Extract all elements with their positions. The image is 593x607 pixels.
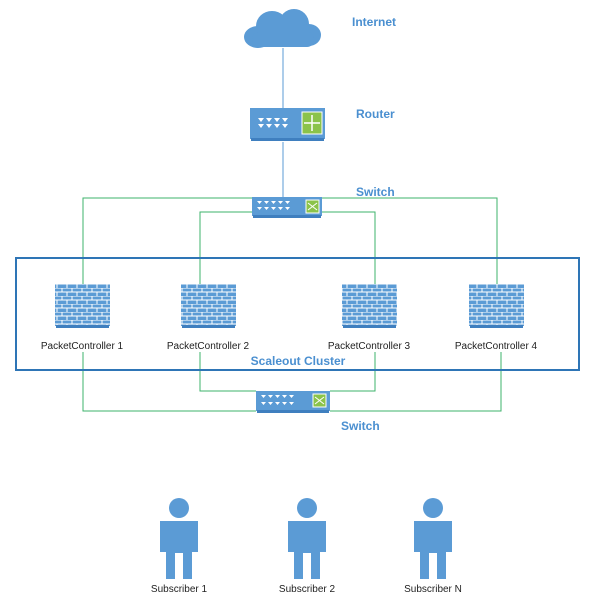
link-switch-pc3: [322, 211, 376, 286]
packet-controller-1: PacketController 1: [41, 284, 124, 352]
switch-top-label: Switch: [356, 185, 395, 199]
link-pc3-switch: [330, 352, 376, 392]
firewall-brick-icon: [469, 284, 524, 326]
packet-controller-label: PacketController 2: [167, 341, 250, 352]
packet-controller-4: PacketController 4: [455, 284, 538, 352]
packet-controller-3: PacketController 3: [328, 284, 411, 352]
cluster-label: Scaleout Cluster: [251, 354, 346, 368]
person-icon: [288, 498, 326, 579]
network-switch-icon: [256, 391, 330, 413]
link-switch-pc1: [82, 197, 252, 286]
router-label: Router: [356, 107, 395, 121]
firewall-brick-icon: [55, 284, 110, 326]
packet-controller-label: PacketController 4: [455, 341, 538, 352]
link-pc4-switch: [330, 352, 502, 412]
packet-controller-label: PacketController 1: [41, 341, 124, 352]
subscriber-2: Subscriber 2: [279, 498, 336, 595]
packet-controller-2: PacketController 2: [167, 284, 250, 352]
link-switch-pc2: [199, 211, 252, 286]
subscriber-label: Subscriber 1: [151, 584, 208, 595]
subscriber-n: Subscriber N: [404, 498, 462, 595]
person-icon: [160, 498, 198, 579]
link-pc1-switch: [82, 352, 256, 412]
internet-label: Internet: [352, 15, 396, 29]
connection-lines: [82, 48, 502, 412]
cloud-icon: [244, 9, 321, 48]
packet-controller-label: PacketController 3: [328, 341, 411, 352]
firewall-brick-icon: [342, 284, 397, 326]
subscriber-label: Subscriber 2: [279, 584, 336, 595]
router-icon: [250, 108, 325, 141]
cluster-border: [15, 257, 580, 371]
switch-bottom-label: Switch: [341, 419, 380, 433]
link-pc2-switch: [199, 352, 256, 392]
subscriber-1: Subscriber 1: [151, 498, 208, 595]
firewall-brick-icon: [181, 284, 236, 326]
link-switch-pc4: [322, 197, 498, 286]
person-icon: [414, 498, 452, 579]
subscriber-label: Subscriber N: [404, 584, 462, 595]
network-switch-icon: [252, 197, 322, 218]
